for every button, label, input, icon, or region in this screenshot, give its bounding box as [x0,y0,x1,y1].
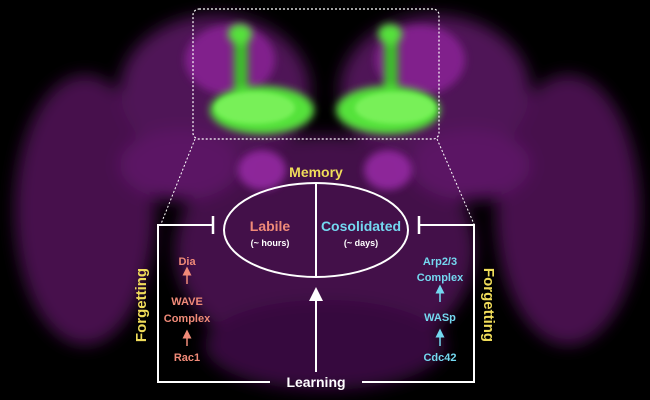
step-dia: Dia [178,256,196,268]
learning-label: Learning [286,374,345,390]
step-wave-line2: Complex [164,313,211,325]
forgetting-label-left: Forgetting [133,268,150,342]
step-wave-line1: WAVE [171,296,203,308]
consolidated-duration: (~ days) [344,238,378,248]
projection-line-left [160,138,196,225]
mushroom-body-inset-box [192,8,440,140]
step-cdc42: Cdc42 [423,352,456,364]
forgetting-loop-left [157,224,270,383]
forgetting-label-right: Forgetting [480,268,497,342]
step-arp-line1: Arp2/3 [423,256,457,268]
forgetting-loop-right [362,224,475,383]
step-wasp: WASp [424,312,456,324]
consolidated-label: Cosolidated [321,218,401,234]
step-arp-line2: Complex [417,272,464,284]
step-rac1: Rac1 [174,352,200,364]
brain-background [15,15,640,390]
labile-duration: (~ hours) [251,238,290,248]
memory-title: Memory [289,164,343,180]
labile-label: Labile [250,218,291,234]
projection-line-right [436,138,475,225]
mushroom-body [210,24,440,134]
